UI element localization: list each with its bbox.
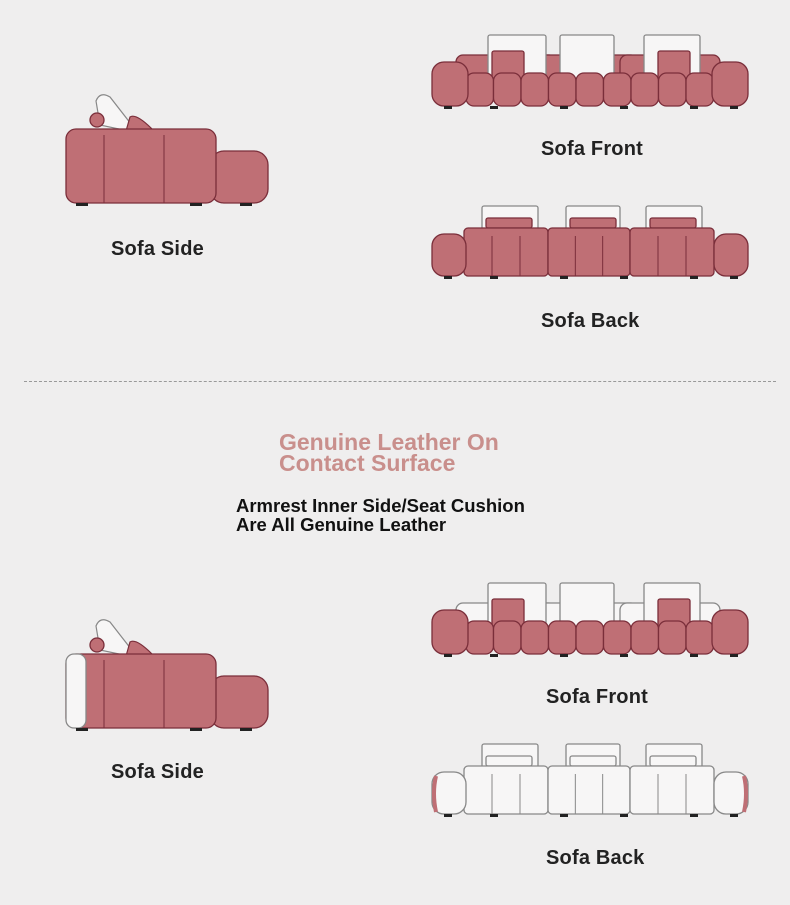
sofa-leg <box>620 106 628 109</box>
seat-cushion <box>492 72 522 107</box>
armrest <box>711 61 749 107</box>
armrest <box>711 609 749 655</box>
chaise <box>209 150 269 204</box>
sofa-front-label-contact: Sofa Front <box>546 686 648 708</box>
seat-cushion <box>547 620 577 655</box>
sofa-side-label: Sofa Side <box>111 238 204 260</box>
seat-cushion <box>685 620 715 655</box>
seat-cushion <box>657 72 687 107</box>
seat-cushion <box>547 72 577 107</box>
sofa-leg <box>560 276 568 279</box>
section-title: Genuine Leather On Contact Surface <box>279 429 499 476</box>
sofa-leg <box>76 728 88 731</box>
headrest-bolster <box>89 112 105 128</box>
armrest-leather-edge <box>432 775 438 813</box>
back-module <box>463 765 549 815</box>
sofa-leg <box>730 276 738 279</box>
pillow-strip <box>649 217 697 229</box>
pillow-strip <box>649 755 697 767</box>
sofa-side-illustration-contact <box>65 619 269 731</box>
section-divider <box>24 381 776 382</box>
sofa-back-label: Sofa Back <box>541 310 640 332</box>
sofa-body <box>65 128 217 204</box>
sofa-leg <box>444 654 452 657</box>
back-module <box>463 227 549 277</box>
sofa-leg <box>490 814 498 817</box>
seat-cushion <box>575 620 605 655</box>
headrest-bolster <box>89 637 105 653</box>
subtitle-line-2: Are All Genuine Leather <box>236 514 447 535</box>
sofa-leg <box>730 654 738 657</box>
sofa-leg <box>490 106 498 109</box>
sofa-leg <box>730 106 738 109</box>
title-line-2: Contact Surface <box>279 450 456 476</box>
back-pillow <box>95 619 140 659</box>
sofa-back-label-contact: Sofa Back <box>546 847 645 869</box>
back-module <box>629 765 715 815</box>
sofa-leg <box>444 276 452 279</box>
back-module <box>629 227 715 277</box>
sofa-side-label-contact: Sofa Side <box>111 761 204 783</box>
armrest <box>431 609 469 655</box>
sofa-leg <box>490 654 498 657</box>
sofa-leg <box>690 814 698 817</box>
pillow-strip <box>485 217 533 229</box>
seat-cushion <box>465 72 495 107</box>
sofa-leg <box>690 276 698 279</box>
sofa-body <box>65 653 217 729</box>
sofa-leg <box>190 728 202 731</box>
sofa-leg <box>730 814 738 817</box>
armrest <box>713 233 749 277</box>
sofa-leg <box>560 654 568 657</box>
seat-cushion <box>630 72 660 107</box>
sofa-side-illustration-full <box>65 94 269 206</box>
seat-cushion <box>520 620 550 655</box>
sofa-front-label: Sofa Front <box>541 138 643 160</box>
sofa-back-illustration-contact <box>431 743 749 817</box>
sofa-leg <box>620 814 628 817</box>
armrest <box>431 233 467 277</box>
sofa-leg <box>76 203 88 206</box>
armrest <box>431 61 469 107</box>
sofa-leg <box>690 106 698 109</box>
armrest-leather-edge <box>742 775 748 813</box>
seat-cushion <box>492 620 522 655</box>
title-line-1: Genuine Leather On <box>279 429 499 455</box>
pillow-strip <box>569 755 617 767</box>
seat-cushion <box>685 72 715 107</box>
sofa-leg <box>620 654 628 657</box>
sofa-leg <box>444 814 452 817</box>
back-pillow <box>95 94 140 134</box>
sofa-leg <box>620 276 628 279</box>
sofa-leg <box>560 106 568 109</box>
subtitle-line-1: Armrest Inner Side/Seat Cushion <box>236 495 525 516</box>
sofa-leg <box>240 728 252 731</box>
sofa-leg <box>190 203 202 206</box>
back-module <box>547 765 631 815</box>
seat-cushion <box>575 72 605 107</box>
chaise <box>209 675 269 729</box>
sofa-back-illustration-full <box>431 205 749 279</box>
seat-cushion <box>602 72 632 107</box>
sofa-leg <box>690 654 698 657</box>
sofa-leg <box>560 814 568 817</box>
seat-cushion <box>520 72 550 107</box>
seat-cushion <box>657 620 687 655</box>
sofa-leg <box>240 203 252 206</box>
sofa-leg <box>444 106 452 109</box>
pillow-strip <box>569 217 617 229</box>
sofa-leg <box>490 276 498 279</box>
seat-cushion <box>602 620 632 655</box>
seat-cushion <box>465 620 495 655</box>
armrest-non-leather <box>65 653 87 729</box>
sofa-front-illustration-contact <box>431 582 749 657</box>
sofa-front-illustration-full <box>431 34 749 109</box>
pillow-strip <box>485 755 533 767</box>
back-module <box>547 227 631 277</box>
section-subtitle: Armrest Inner Side/Seat Cushion Are All … <box>236 496 525 534</box>
seat-cushion <box>630 620 660 655</box>
